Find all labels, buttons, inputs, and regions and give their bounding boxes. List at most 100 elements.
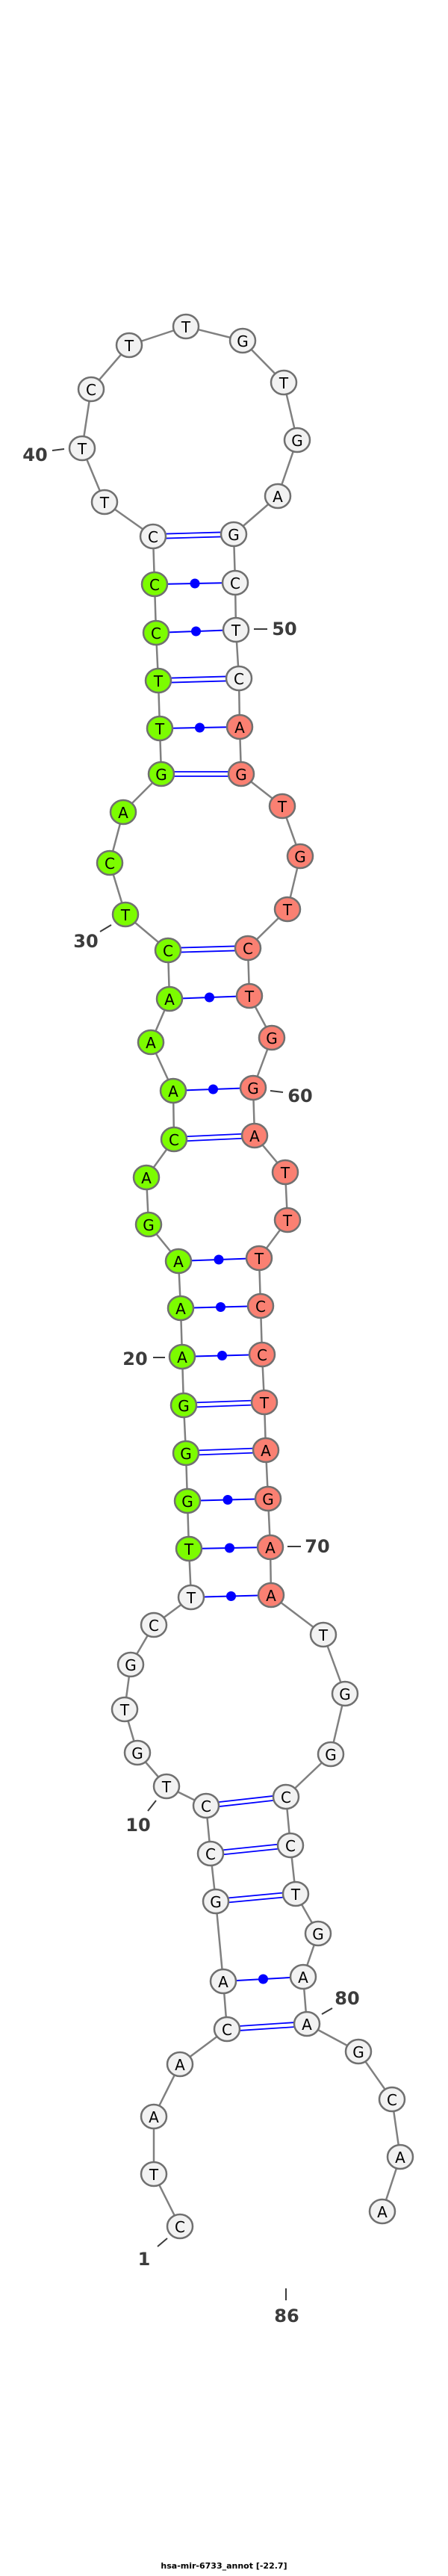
nucleotide-35: T	[144, 667, 172, 694]
nucleotide-circle	[173, 1487, 202, 1514]
nucleotide-circle	[309, 1621, 337, 1648]
nucleotide-44: G	[228, 327, 257, 354]
nucleotide-70: A	[256, 1534, 284, 1561]
nucleotide-circle	[270, 369, 298, 396]
backbone	[81, 325, 402, 2227]
nucleotide-15: T	[177, 1584, 205, 1611]
nucleotide-circle	[90, 489, 119, 515]
position-label-50: 50	[254, 619, 297, 640]
nucleotide-letter: A	[234, 719, 245, 737]
pair-dot	[225, 1543, 234, 1553]
nucleotide-circle	[134, 1211, 163, 1238]
nucleotide-75: C	[272, 1783, 300, 1810]
nucleotide-circle	[96, 849, 124, 876]
label-number: 1	[138, 2249, 151, 2270]
base-pair-20-66	[193, 1351, 251, 1360]
nucleotides: CTAACAGCCTGTGCTTGGGAAAGACAAACTCAGTTCCCTT…	[68, 313, 414, 2240]
nucleotide-letter: T	[290, 1886, 301, 1904]
nucleotide-circle	[248, 1341, 276, 1368]
pair-dot	[217, 1351, 227, 1360]
pair-dot	[258, 1974, 268, 1984]
nucleotide-69: G	[254, 1485, 282, 1512]
nucleotide-circle	[115, 332, 143, 359]
nucleotide-letter: G	[180, 1445, 192, 1463]
nucleotide-letter: T	[119, 1701, 130, 1719]
nucleotide-41: C	[77, 376, 105, 403]
nucleotide-circle	[293, 2010, 321, 2037]
nucleotide-58: T	[235, 982, 264, 1009]
nucleotide-letter: G	[312, 1925, 324, 1943]
nucleotide-letter: C	[230, 575, 240, 592]
nucleotide-circle	[268, 793, 296, 820]
nucleotide-circle	[196, 1840, 225, 1867]
nucleotide-25: C	[160, 1126, 188, 1153]
nucleotide-letter: G	[235, 766, 247, 784]
nucleotide-circle	[283, 427, 311, 453]
nucleotide-82: C	[378, 2086, 406, 2113]
nucleotide-circle	[116, 1651, 145, 1678]
base-pair-37-49	[166, 578, 224, 589]
nucleotide-circle	[123, 1739, 152, 1766]
nucleotide-letter: T	[149, 2166, 159, 2184]
nucleotide-56: T	[273, 896, 302, 923]
nucleotide-circle	[213, 2016, 241, 2043]
nucleotide-circle	[166, 2051, 194, 2078]
nucleotide-17: G	[173, 1487, 202, 1514]
base-pair-8-76	[222, 1843, 279, 1856]
nucleotide-circle	[331, 1680, 359, 1707]
nucleotide-letter: A	[377, 2203, 388, 2221]
nucleotide-65: C	[246, 1292, 275, 1319]
nucleotide-47: A	[264, 483, 292, 510]
pair-dot	[223, 1495, 233, 1505]
nucleotide-letter: T	[181, 318, 191, 336]
nucleotide-letter: T	[259, 1394, 270, 1412]
base-pair-6-79	[234, 1974, 292, 1984]
nucleotide-letter: T	[282, 901, 293, 919]
nucleotide-circle	[164, 1248, 193, 1275]
pair-bond-line	[179, 945, 236, 949]
nucleotide-2: T	[140, 2161, 168, 2188]
nucleotide-46: G	[283, 427, 311, 453]
nucleotide-letter: A	[395, 2149, 405, 2167]
nucleotide-letter: A	[298, 1969, 308, 1987]
nucleotide-28: A	[155, 985, 184, 1012]
pair-dot	[190, 578, 200, 589]
nucleotide-57: C	[234, 935, 262, 962]
nucleotide-letter: A	[177, 1349, 187, 1366]
pair-bond-line	[196, 1404, 253, 1408]
nucleotide-circle	[256, 1534, 284, 1561]
base-pair-22-64	[190, 1254, 248, 1265]
nucleotide-circle	[271, 1159, 299, 1186]
nucleotide-letter: T	[282, 1212, 293, 1230]
nucleotide-letter: C	[257, 1346, 267, 1364]
nucleotide-14: C	[140, 1611, 168, 1638]
nucleotide-38: C	[139, 523, 167, 550]
nucleotide-53: G	[227, 761, 255, 787]
position-label-30: 30	[73, 924, 112, 952]
nucleotide-letter: A	[149, 2108, 159, 2126]
nucleotide-circle	[344, 2038, 373, 2065]
pair-dot	[205, 992, 214, 1003]
nucleotide-3: A	[140, 2103, 168, 2130]
base-pair-19-67	[195, 1399, 253, 1408]
nucleotide-71: A	[257, 1582, 285, 1609]
nucleotide-circle	[209, 1968, 237, 1995]
nucleotide-54: T	[268, 793, 296, 820]
nucleotide-letter: T	[153, 672, 164, 690]
nucleotide-circle	[132, 1164, 161, 1191]
nucleotide-7: G	[202, 1888, 230, 1915]
nucleotide-circle	[159, 1077, 187, 1104]
nucleotide-circle	[273, 896, 302, 923]
nucleotide-49: C	[221, 569, 249, 596]
nucleotide-circle	[272, 1783, 300, 1810]
nucleotide-circle	[317, 1741, 345, 1768]
nucleotide-61: A	[240, 1122, 269, 1149]
nucleotide-circle	[227, 761, 255, 787]
nucleotide-letter: T	[231, 622, 241, 640]
nucleotide-letter: C	[387, 2091, 397, 2109]
base-pair-7-77	[227, 1892, 284, 1904]
nucleotide-circle	[142, 619, 170, 646]
pair-bond-line	[218, 1799, 275, 1808]
pair-dot	[216, 1302, 225, 1312]
